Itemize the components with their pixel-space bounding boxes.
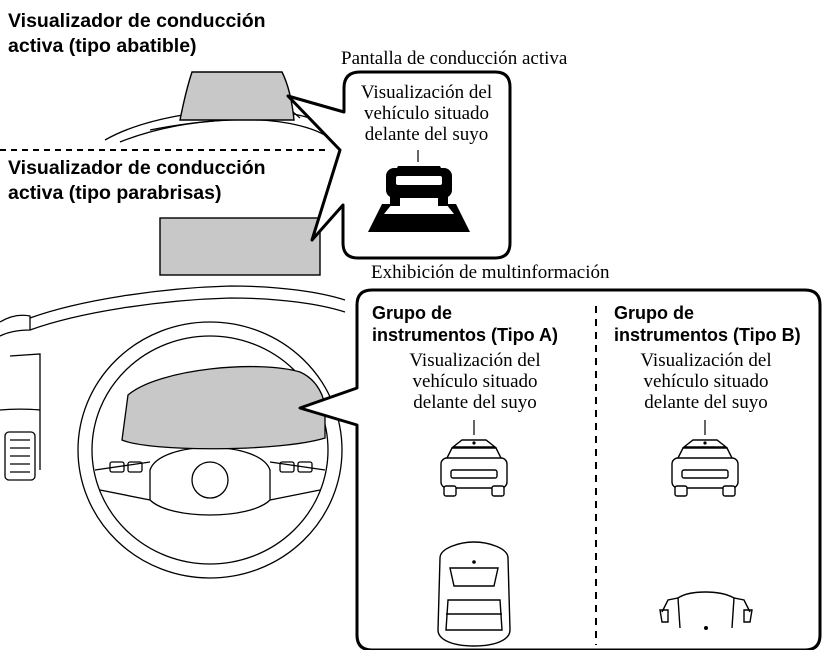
active-display-text-line1: Visualización del <box>360 82 493 103</box>
heading-windshield-line2: activa (tipo parabrisas) <box>8 182 222 204</box>
cluster-b-title-line1: Grupo de <box>614 303 694 323</box>
active-display-text-line3: delante del suyo <box>364 124 489 145</box>
cluster-a-top-car-icon <box>437 541 511 647</box>
heading-windshield-type: Visualizador de conducción activa (tipo … <box>8 156 266 206</box>
active-display-text: Visualización del vehículo situado delan… <box>343 82 510 145</box>
dashboard-illustration <box>0 285 346 579</box>
heading-popup-type: Visualizador de conducción activa (tipo … <box>8 9 266 59</box>
cluster-b-rear-car-icon <box>671 420 739 497</box>
cluster-b-title: Grupo de instrumentos (Tipo B) <box>614 302 801 346</box>
cluster-b-text-line2: vehículo situado <box>643 371 769 392</box>
cluster-a-rear-car-icon <box>440 420 508 497</box>
cluster-a-text-line3: delante del suyo <box>413 392 537 413</box>
cluster-b-text-line3: delante del suyo <box>644 392 768 413</box>
cluster-b-text: Visualización del vehículo situado delan… <box>606 350 806 413</box>
instrument-cluster-display <box>121 365 326 450</box>
active-display-title: Pantalla de conducción activa <box>341 48 568 69</box>
cluster-a-text-line2: vehículo situado <box>412 371 538 392</box>
cluster-b-text-line1: Visualización del <box>640 350 772 371</box>
cluster-a-title-line1: Grupo de <box>372 303 452 323</box>
cluster-a-title: Grupo de instrumentos (Tipo A) <box>372 302 558 346</box>
multi-info-title: Exhibición de multinformación <box>371 262 610 283</box>
heading-popup-line2: activa (tipo abatible) <box>8 35 197 57</box>
heading-windshield-line1: Visualizador de conducción <box>8 157 266 179</box>
windshield-hud-screen <box>159 217 321 276</box>
cluster-b-title-line2: instrumentos (Tipo B) <box>614 325 801 345</box>
cluster-b-hood-view-icon <box>659 591 753 630</box>
cluster-a-text: Visualización del vehículo situado delan… <box>372 350 578 413</box>
hud-vehicle-icon <box>368 150 470 232</box>
cluster-a-text-line1: Visualización del <box>409 350 541 371</box>
popup-hud-screen <box>179 71 295 121</box>
active-display-text-line2: vehículo situado <box>363 103 490 124</box>
heading-popup-line1: Visualizador de conducción <box>8 10 266 32</box>
cluster-a-title-line2: instrumentos (Tipo A) <box>372 325 558 345</box>
